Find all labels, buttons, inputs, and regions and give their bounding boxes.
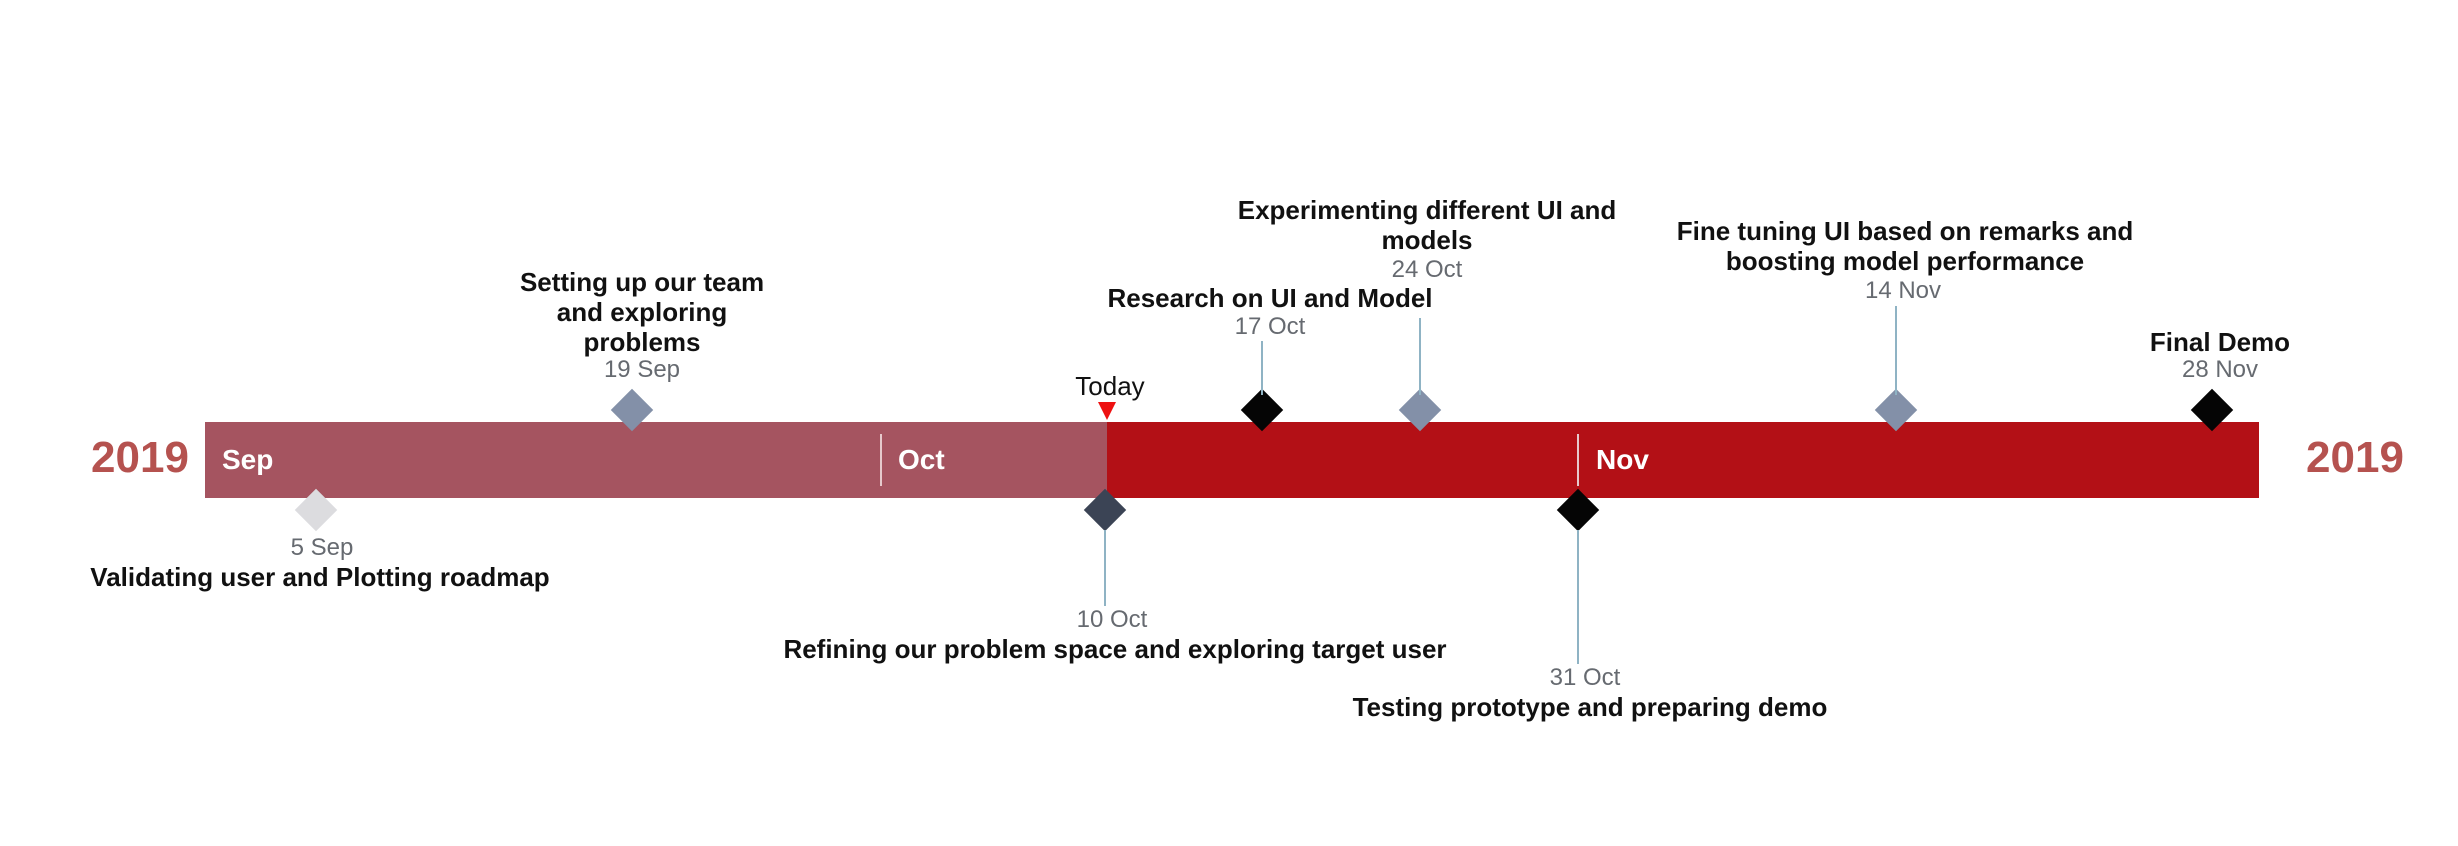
- timeline-band-past: [205, 422, 1107, 498]
- month-label-sep: Sep: [222, 444, 274, 475]
- milestone-title-5-sep: Validating user and Plotting roadmap: [90, 562, 550, 592]
- month-label-nov: Nov: [1596, 444, 1649, 475]
- milestone-date-28-nov: 28 Nov: [2181, 356, 2259, 383]
- year-label-end: 2019: [2306, 433, 2404, 482]
- milestone-stem-10-oct: [1104, 530, 1106, 606]
- month-separator-oct: [880, 434, 882, 486]
- milestone-title-24-oct: Experimenting different UI and models: [1237, 195, 1617, 255]
- milestone-title-10-oct: Refining our problem space and exploring…: [783, 634, 1447, 664]
- year-label-start: 2019: [91, 433, 189, 482]
- today-marker-icon: [1098, 402, 1116, 420]
- milestone-date-10-oct: 10 Oct: [1076, 606, 1148, 633]
- milestone-title-28-nov: Final Demo: [2149, 327, 2291, 357]
- milestone-date-31-oct: 31 Oct: [1549, 664, 1621, 691]
- milestone-date-14-nov: 14 Nov: [1864, 277, 1942, 304]
- milestone-stem-31-oct: [1577, 530, 1579, 664]
- milestone-stem-24-oct: [1419, 318, 1421, 395]
- milestone-date-24-oct: 24 Oct: [1391, 256, 1463, 283]
- milestone-stem-14-nov: [1895, 306, 1897, 395]
- milestone-title-19-sep: Setting up our team and exploring proble…: [519, 267, 765, 357]
- milestone-date-5-sep: 5 Sep: [290, 534, 354, 561]
- milestone-date-17-oct: 17 Oct: [1234, 313, 1306, 340]
- month-separator-nov: [1577, 434, 1579, 486]
- milestone-stem-17-oct: [1261, 341, 1263, 395]
- milestone-date-19-sep: 19 Sep: [603, 356, 681, 383]
- milestone-title-31-oct: Testing prototype and preparing demo: [1352, 692, 1828, 722]
- today-label: Today: [1075, 371, 1145, 401]
- month-label-oct: Oct: [898, 444, 945, 475]
- milestone-title-17-oct: Research on UI and Model: [1107, 283, 1433, 313]
- milestone-title-14-nov: Fine tuning UI based on remarks and boos…: [1676, 216, 2134, 276]
- timeline-band-future: [1107, 422, 2259, 498]
